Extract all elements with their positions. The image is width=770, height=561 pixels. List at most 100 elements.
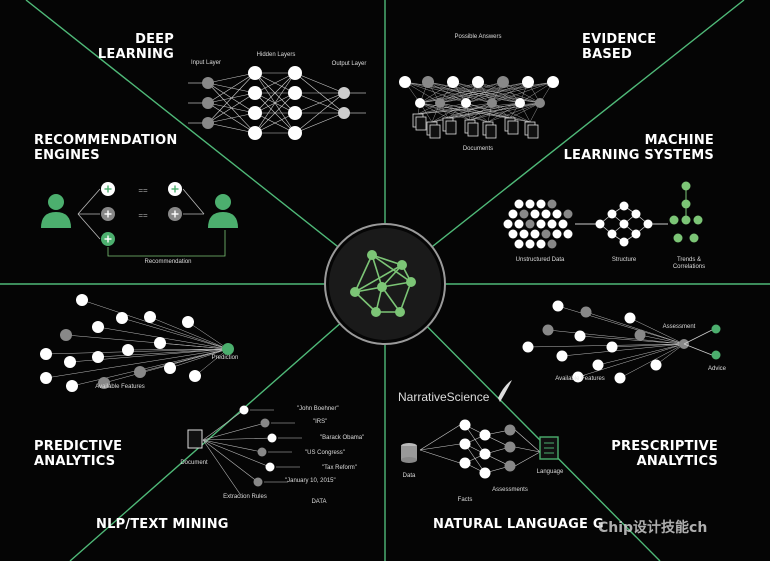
deep-edge [207, 72, 256, 84]
extract-edge [202, 437, 273, 441]
feature-node [122, 344, 134, 356]
structure-node [619, 201, 629, 211]
feature-node [76, 294, 88, 306]
extract-edge [202, 422, 266, 441]
predictive-available-features-label: Available Features [95, 384, 145, 390]
unstructured-node [547, 239, 557, 249]
evidence-edge [439, 81, 504, 104]
evidence-edge [487, 102, 541, 123]
entity-tax-reform: "Tax Reform" [322, 465, 357, 471]
recommendation-path [107, 230, 226, 257]
prediction-label: Prediction [211, 355, 239, 361]
unstructured-node [530, 209, 540, 219]
hidden-node [288, 126, 302, 140]
database-icon [401, 446, 417, 460]
predict-edge [81, 299, 229, 350]
feature-node [154, 337, 166, 349]
structure-node [595, 219, 605, 229]
prescribe-feature-node [634, 329, 646, 341]
hidden-node [288, 66, 302, 80]
unstructured-node [514, 219, 524, 229]
unstructured-node [541, 229, 551, 239]
hub-node [371, 307, 381, 317]
nlg-edge [514, 451, 541, 467]
entity-node [239, 405, 249, 415]
deep-edge [207, 112, 256, 124]
predict-edge [139, 348, 229, 373]
watermark: Chip设计技能ch [598, 520, 708, 536]
extract-edge [202, 439, 271, 468]
predict-edge [71, 348, 229, 387]
output-node [338, 107, 350, 119]
unstructured-node [525, 199, 535, 209]
unstructured-node [563, 209, 573, 219]
evidence-edge [417, 102, 521, 115]
deep-edge [294, 92, 345, 114]
evidence-edge [419, 81, 479, 104]
input-layer-label: Input Layer [190, 60, 222, 66]
hub-node [397, 260, 407, 270]
trend-node [673, 233, 683, 243]
unstructured-node [558, 219, 568, 229]
extract-edge [202, 439, 263, 453]
prediction-node [222, 343, 234, 355]
feature-node [189, 370, 201, 382]
feature-node [134, 366, 146, 378]
evidence-edge [419, 102, 489, 123]
answer-node [497, 76, 509, 88]
trend-node [669, 215, 679, 225]
unstructured-node [552, 229, 562, 239]
entity-january-10-2015: "January 10, 2015" [285, 478, 336, 484]
natural-language-generation-title: NATURAL LANGUAGE G [433, 517, 604, 532]
predict-edge [149, 316, 229, 350]
deep-edge [207, 72, 256, 124]
feature-node [98, 377, 110, 389]
evidence-edge [417, 102, 467, 115]
assessment-result-node [711, 324, 721, 334]
evidence-mid-node [415, 98, 425, 108]
evidence-edge [439, 81, 529, 104]
nlg-node [459, 419, 471, 431]
deep-edge [207, 72, 256, 104]
evidence-edge [491, 102, 531, 123]
prescribe-feature-node [592, 359, 604, 371]
rec-branch [77, 188, 101, 215]
prescribe-edge [611, 343, 685, 348]
structure-label: Structure [611, 257, 637, 263]
trends-label: Trends & [676, 257, 702, 263]
prescribe-feature-node [606, 341, 618, 353]
unstructured-node [503, 219, 513, 229]
hub-edge [371, 254, 383, 288]
answer-node [422, 76, 434, 88]
feature-node [40, 372, 52, 384]
output-node [338, 87, 350, 99]
feature-node [116, 312, 128, 324]
entity-us-congress: "US Congress" [305, 450, 345, 456]
prescribe-feature-node [614, 372, 626, 384]
assessments-label: Assessments [492, 487, 528, 493]
hidden-node [248, 66, 262, 80]
unstructured-node [563, 229, 573, 239]
source-document-icon [187, 429, 203, 449]
input-node [202, 117, 214, 129]
feature-node [92, 351, 104, 363]
structure-node [607, 209, 617, 219]
nlg-data-label: Data [402, 473, 416, 479]
hub-node [377, 282, 387, 292]
unstructured-node [547, 199, 557, 209]
hub-node [395, 307, 405, 317]
extraction-rules-label: Extraction Rules [223, 494, 267, 500]
hub-edge [354, 254, 373, 293]
feature-node [64, 356, 76, 368]
prescribe-edge [597, 343, 685, 366]
advice-arrow [683, 329, 713, 345]
deep-edge [254, 72, 296, 114]
rec-branch [77, 213, 101, 240]
deep-edge [294, 112, 345, 134]
hub-node [350, 287, 360, 297]
user-icon-right-head [215, 194, 231, 210]
entity-node [257, 447, 267, 457]
